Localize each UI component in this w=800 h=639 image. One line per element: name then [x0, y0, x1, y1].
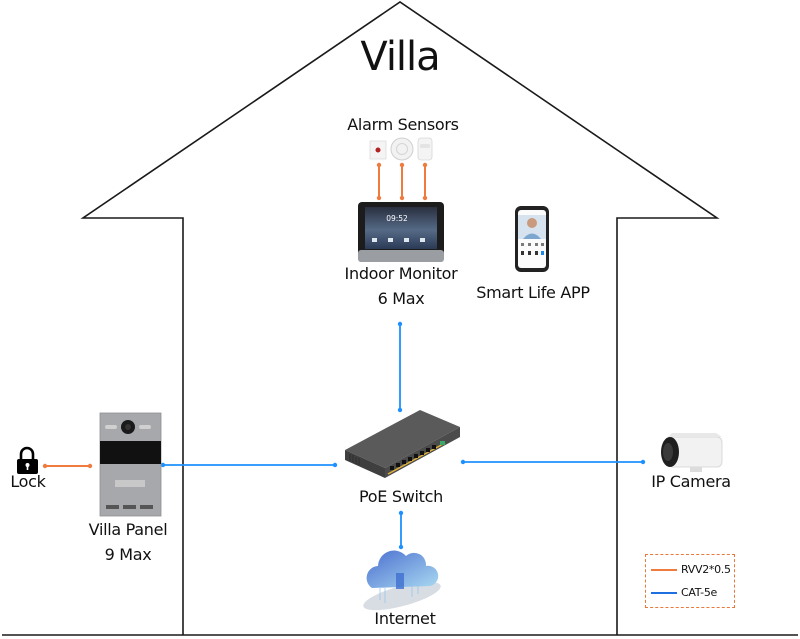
cat5e-wire-switch-camera: [460, 459, 646, 465]
villa-panel-model-label: 9 Max: [104, 545, 152, 564]
legend-swatch-cat5e: [651, 591, 677, 594]
cat5e-wire-switch-internet: [398, 510, 404, 550]
internet-cloud-icon: [363, 550, 441, 611]
pir-motion-sensor-icon: [417, 137, 433, 161]
indoor-monitor-label: Indoor Monitor: [344, 264, 458, 283]
poe-switch-icon: [345, 410, 460, 478]
alarm-sensors-label: Alarm Sensors: [347, 115, 459, 134]
ip-camera-label: IP Camera: [651, 472, 731, 491]
lock-icon: [17, 446, 38, 474]
rvv-wires-sensors: [378, 165, 426, 198]
house-outline: [80, 1, 720, 635]
villa-panel-icon: [99, 412, 162, 517]
monitor-screen-time: 09:52: [386, 214, 408, 223]
legend-label-cat5e: CAT-5e: [681, 586, 717, 599]
cat5e-wire-monitor-switch: [397, 321, 403, 413]
legend-swatch-rvv: [651, 568, 677, 571]
emergency-button-icon: [369, 140, 387, 160]
internet-label: Internet: [374, 609, 436, 628]
cat5e-wire-panel-switch: [160, 462, 338, 468]
indoor-monitor-icon: 09:52: [358, 202, 444, 262]
ip-camera-icon: [661, 433, 723, 472]
villa-panel-label: Villa Panel: [88, 520, 168, 539]
legend-item-cat5e: CAT-5e: [651, 586, 717, 599]
legend-item-rvv: RVV2*0.5: [651, 563, 731, 576]
poe-switch-label: PoE Switch: [359, 487, 443, 506]
lock-label: Lock: [10, 472, 46, 491]
smartphone-icon: [515, 206, 549, 272]
legend: RVV2*0.5 CAT-5e: [645, 554, 735, 608]
diagram-title: Villa: [360, 34, 440, 80]
rvv-wire-dots: [376, 162, 428, 201]
indoor-monitor-model-label: 6 Max: [377, 289, 425, 308]
rvv-wire-lock: [42, 463, 93, 469]
smart-life-app-label: Smart Life APP: [476, 283, 590, 302]
smoke-detector-icon: [390, 137, 414, 161]
legend-label-rvv: RVV2*0.5: [681, 563, 731, 576]
